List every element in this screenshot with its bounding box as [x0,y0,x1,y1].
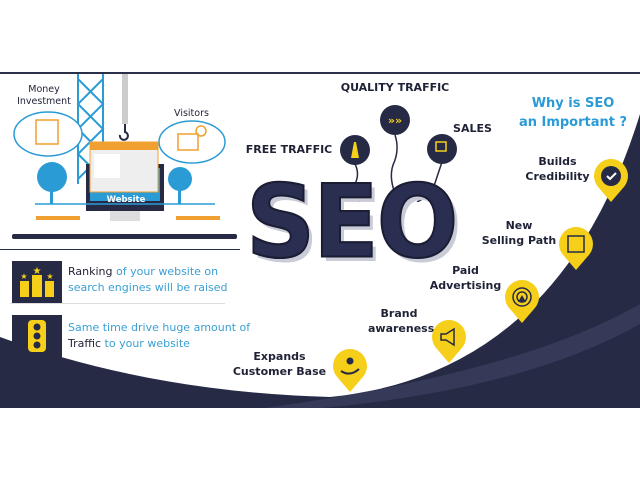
traffic-light-icon [12,315,62,357]
badge-check-icon [594,159,628,202]
quality-traffic-arrows-icon [380,105,410,135]
visitors-label: Visitors [174,108,209,119]
reason-pins [333,159,628,392]
website-label: Website [106,195,146,205]
svg-text:★: ★ [46,272,53,281]
customer-hand-icon [333,349,367,392]
svg-text:★: ★ [33,266,42,277]
free-traffic-label: FREE TRAFFIC [245,143,333,156]
divider [0,249,240,250]
background-curve [0,114,640,408]
seo-infographic-banner: Money Investment Visitors Website ★ ★ ★ Ra… [0,72,640,408]
map-icon [559,227,593,270]
traffic-text: Same time drive huge amount of Traffic t… [68,321,251,350]
target-click-icon [505,280,539,323]
sales-hand-bag-icon [427,134,457,164]
website-construction-illustration [12,74,237,239]
ranking-text: Ranking of your website on search engine… [68,265,228,294]
svg-text:»»: »» [388,114,402,127]
megaphone-icon [432,320,466,363]
svg-text:★: ★ [20,272,27,281]
sales-label: SALES [453,122,492,135]
money-investment-label: Money Investment [17,84,71,107]
seo-heading: SEO [245,162,459,282]
idea-bulbs: »» [340,105,457,202]
divider [10,303,225,304]
ranking-icon: ★ ★ ★ [12,261,62,303]
quality-traffic-label: QUALITY TRAFFIC [340,81,450,94]
